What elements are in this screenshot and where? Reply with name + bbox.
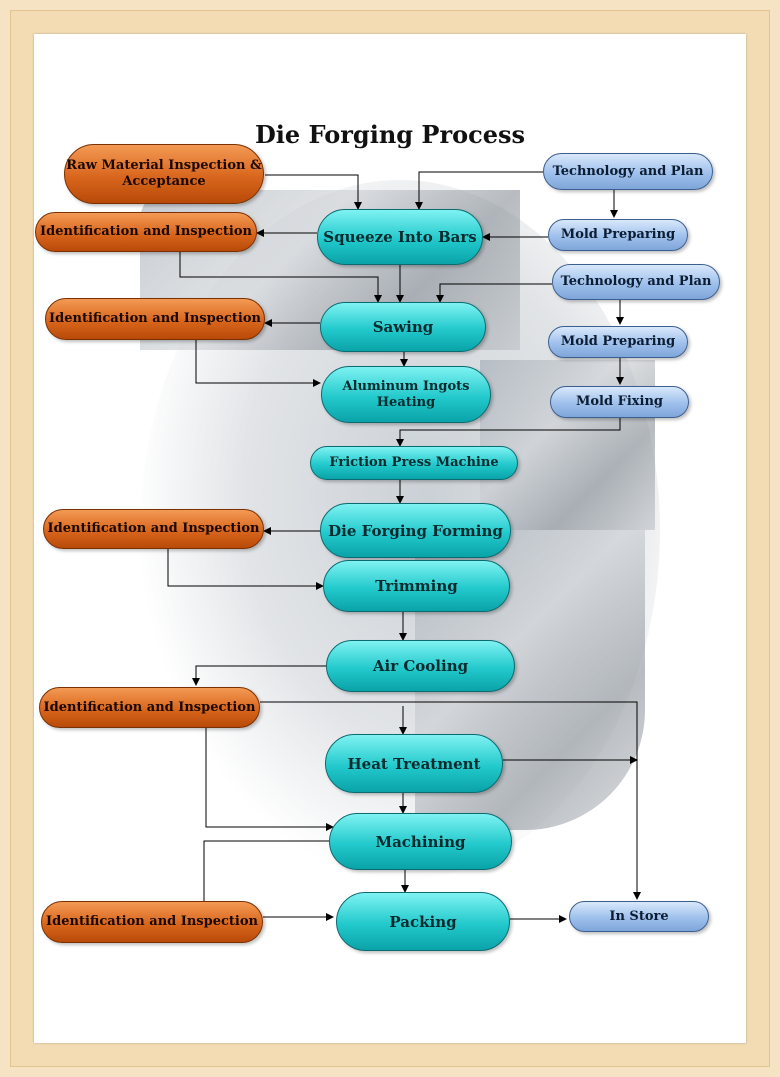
heat-treatment-node: Heat Treatment (325, 734, 503, 793)
packing-node: Packing (336, 892, 510, 951)
mold-fixing-node: Mold Fixing (550, 386, 689, 418)
diagram-title: Die Forging Process (254, 120, 526, 149)
aluminum-ingots-heating-node: Aluminum Ingots Heating (321, 366, 491, 423)
raw-material-node: Raw Material Inspection & Acceptance (64, 144, 264, 204)
arrow-tech1-to-squeeze (415, 171, 543, 210)
arrow-ident3-to-trimming (167, 548, 324, 590)
identification-node-4: Identification and Inspection (39, 687, 260, 728)
arrow-ident5-to-machining (203, 840, 329, 901)
technology-and-plan-node-2: Technology and Plan (552, 264, 720, 300)
arrow-cooling-to-ident4 (192, 665, 326, 686)
identification-node-3: Identification and Inspection (43, 509, 264, 549)
arrow-ident4-to-machining (205, 728, 334, 831)
arrow-ident1-to-sawing (179, 252, 382, 303)
sawing-node: Sawing (320, 302, 486, 352)
trimming-node: Trimming (323, 560, 510, 612)
arrow-ident2-to-ingots (195, 340, 321, 387)
mold-preparing-node-1: Mold Preparing (548, 219, 688, 251)
identification-node-1: Identification and Inspection (35, 212, 257, 252)
arrow-fixing-to-friction (396, 418, 621, 447)
technology-and-plan-node-1: Technology and Plan (543, 153, 713, 190)
friction-press-machine-node: Friction Press Machine (310, 446, 518, 480)
mold-preparing-node-2: Mold Preparing (548, 326, 688, 358)
die-forging-forming-node: Die Forging Forming (320, 503, 511, 558)
arrow-ident4-to-store (260, 701, 641, 900)
machining-node: Machining (329, 813, 512, 870)
arrow-tech2-to-sawing (436, 283, 552, 303)
arrow-raw-to-squeeze (265, 174, 362, 210)
in-store-node: In Store (569, 901, 709, 932)
identification-node-5: Identification and Inspection (41, 901, 263, 943)
squeeze-into-bars-node: Squeeze Into Bars (317, 209, 483, 265)
identification-node-2: Identification and Inspection (45, 298, 265, 340)
air-cooling-node: Air Cooling (326, 640, 515, 692)
